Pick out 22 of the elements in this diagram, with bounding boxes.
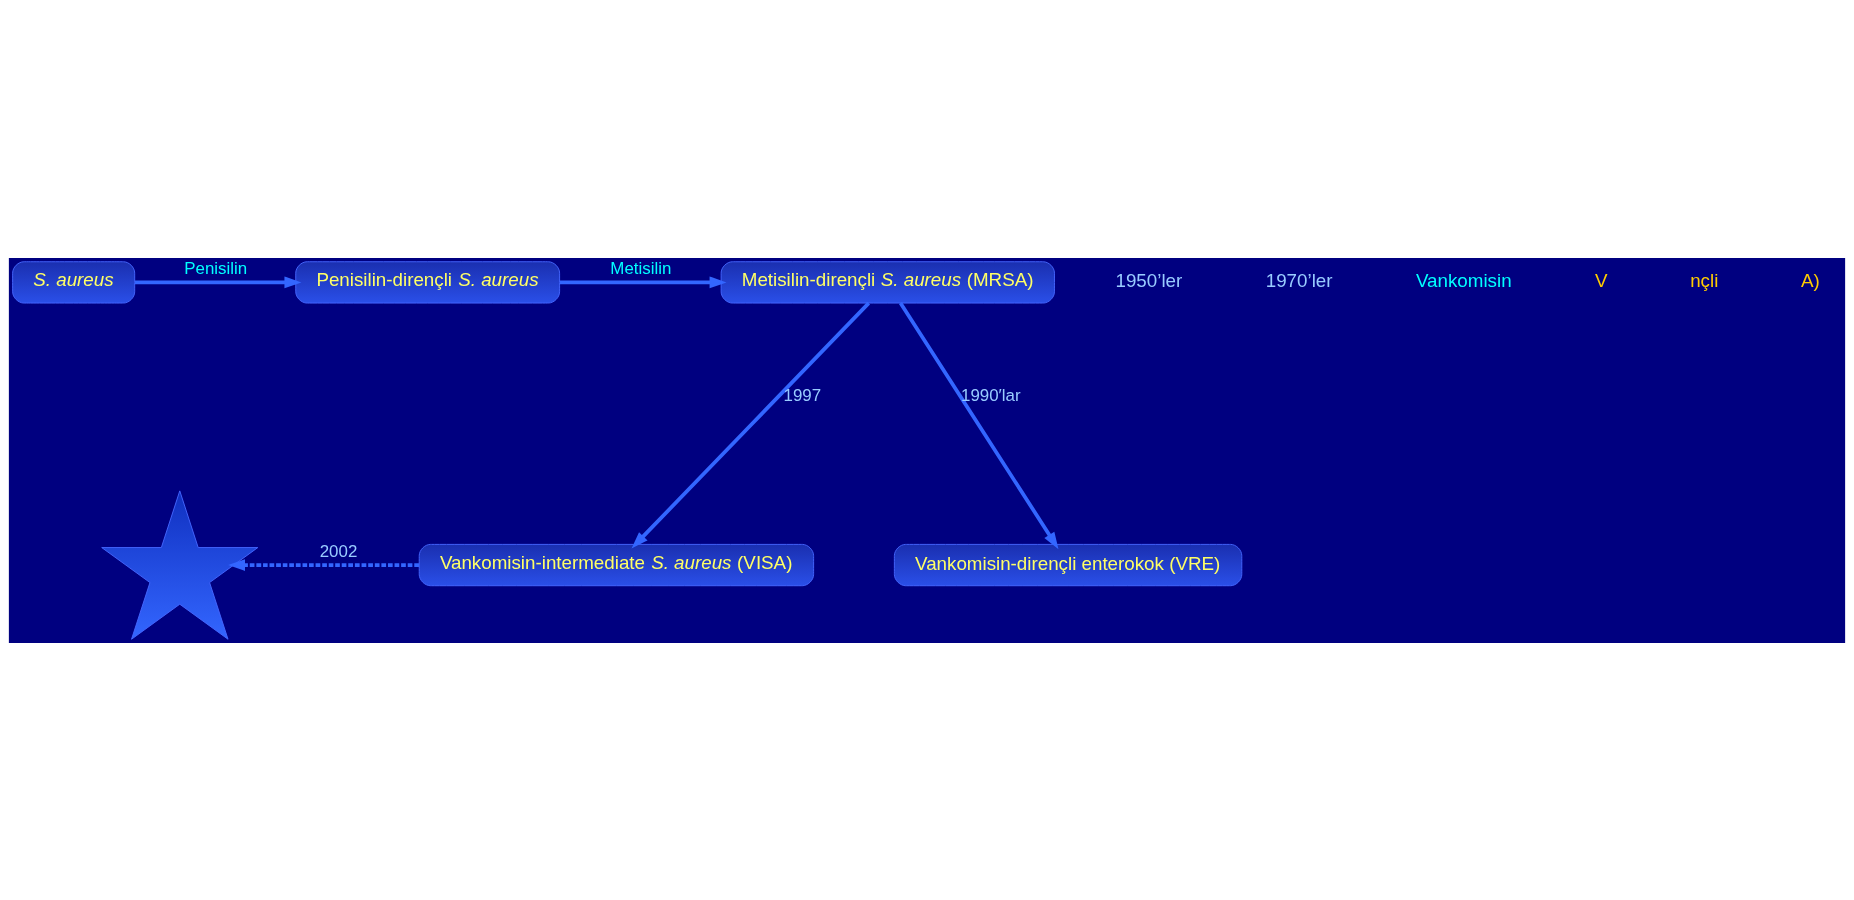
label: V — [1594, 269, 1608, 291]
arrow — [631, 301, 871, 548]
label: 1970’ler — [1265, 269, 1333, 291]
edge-label: 1997 — [783, 385, 822, 405]
label: Vankomisin — [1416, 269, 1512, 291]
edge-label: Metisilin — [610, 258, 672, 278]
label: nçli — [1690, 269, 1719, 291]
arrow — [134, 276, 302, 288]
edge-label: 1990′lar — [961, 385, 1021, 405]
arrow — [898, 301, 1059, 549]
label: A) — [1801, 269, 1820, 291]
node-box: S. aureus — [12, 260, 136, 304]
node-box: Vankomisin-intermediate S. aureus (VISA) — [418, 543, 815, 586]
node-star — [101, 489, 259, 640]
edge-label: Penisilin — [184, 258, 248, 278]
node-box: Metisilin-dirençli S. aureus (MRSA) — [720, 260, 1055, 304]
edge-label: 2002 — [319, 541, 358, 561]
arrow — [228, 558, 420, 571]
label: 1950’ler — [1115, 269, 1183, 291]
arrow — [559, 276, 727, 288]
node-box: Penisilin-dirençli S. aureus — [295, 260, 561, 304]
node-box: Vankomisin-dirençli enterokok (VRE) — [893, 543, 1243, 586]
